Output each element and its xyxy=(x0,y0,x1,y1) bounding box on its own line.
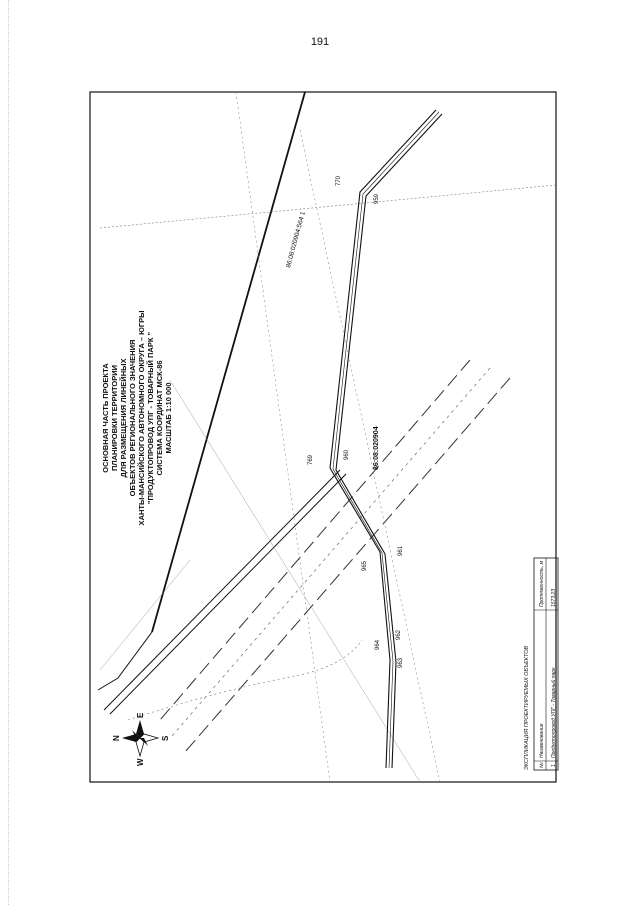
title-line-6: "ПРОДУКТОПРОВОД УПГ - ТОВАРНЫЙ ПАРК " xyxy=(146,331,155,504)
point-label-769: 769 xyxy=(308,454,314,465)
title-line-1: ОСНОВНАЯ ЧАСТЬ ПРОЕКТА xyxy=(101,363,110,473)
point-label-962: 962 xyxy=(396,629,402,640)
dashed-corridor-b xyxy=(184,377,511,753)
point-label-770: 770 xyxy=(336,175,342,186)
point-label-959: 959 xyxy=(374,193,380,204)
survey-line-vertical-1 xyxy=(235,91,331,783)
title-line-7: СИСТЕМА КООРДИНАТ МСК-86 xyxy=(155,360,164,475)
point-label-963: 963 xyxy=(398,657,404,668)
point-label-965: 965 xyxy=(362,560,368,571)
dashed-corridor-axis xyxy=(171,367,491,737)
title-line-3: ДЛЯ РАЗМЕЩЕНИЯ ЛИНЕЙНЫХ xyxy=(119,359,128,478)
corridor-line-a xyxy=(103,469,341,711)
legend-title: ЭКСПЛИКАЦИЯ ПРОЕКТИРУЕМЫХ ОБЪЕКТОВ xyxy=(524,645,530,770)
compass-rose: N S E W xyxy=(112,712,170,766)
cadastral-label-2: 86:08:020904 xyxy=(373,426,380,470)
title-line-2: ПЛАНИРОВКИ ТЕРРИТОРИИ xyxy=(110,365,119,471)
page-number: 191 xyxy=(310,36,330,48)
legend-row-name: Продуктопровод УПГ - Товарный парк xyxy=(550,667,557,758)
compass-w: W xyxy=(136,758,145,766)
parcel-boundary xyxy=(151,91,306,633)
title-block: ОСНОВНАЯ ЧАСТЬ ПРОЕКТА ПЛАНИРОВКИ ТЕРРИТ… xyxy=(101,311,173,526)
parcel-boundary-tail xyxy=(97,631,153,691)
compass-s: S xyxy=(161,735,170,741)
survey-line-small xyxy=(99,559,191,671)
legend-row-length: 1573,23 xyxy=(551,589,557,607)
scan-edge-line xyxy=(8,0,9,905)
title-line-8: МАСШТАБ 1:10 000 xyxy=(164,382,173,453)
point-label-960: 960 xyxy=(344,449,350,460)
corridor-line-b xyxy=(109,473,347,715)
legend: ЭКСПЛИКАЦИЯ ПРОЕКТИРУЕМЫХ ОБЪЕКТОВ № Наи… xyxy=(524,557,559,771)
survey-line-horizontal xyxy=(99,184,557,229)
legend-row-num: 1 xyxy=(551,764,557,767)
map-frame xyxy=(89,91,557,783)
survey-curve xyxy=(127,639,363,721)
compass-n: N xyxy=(112,735,121,741)
compass-e: E xyxy=(136,712,145,718)
point-label-964: 964 xyxy=(375,639,381,650)
pipeline-route xyxy=(329,109,443,769)
cadastral-label-1: 86:08:020904:564 1 xyxy=(285,210,307,268)
title-line-5: ХАНТЫ-МАНСИЙСКОГО АВТОНОМНОГО ОКРУГА – Ю… xyxy=(137,311,146,526)
legend-header-num: № xyxy=(539,762,545,768)
point-label-961: 961 xyxy=(398,545,404,556)
legend-header-name: Наименование xyxy=(539,723,545,758)
legend-header-length: Протяженность, м xyxy=(539,560,545,607)
survey-line-vertical-2 xyxy=(299,129,441,783)
dashed-corridor-a xyxy=(159,359,471,721)
survey-line-diag xyxy=(169,379,421,783)
title-line-4: ОБЪЕКТОВ РЕГИОНАЛЬНОГО ЗНАЧЕНИЯ xyxy=(128,340,137,497)
